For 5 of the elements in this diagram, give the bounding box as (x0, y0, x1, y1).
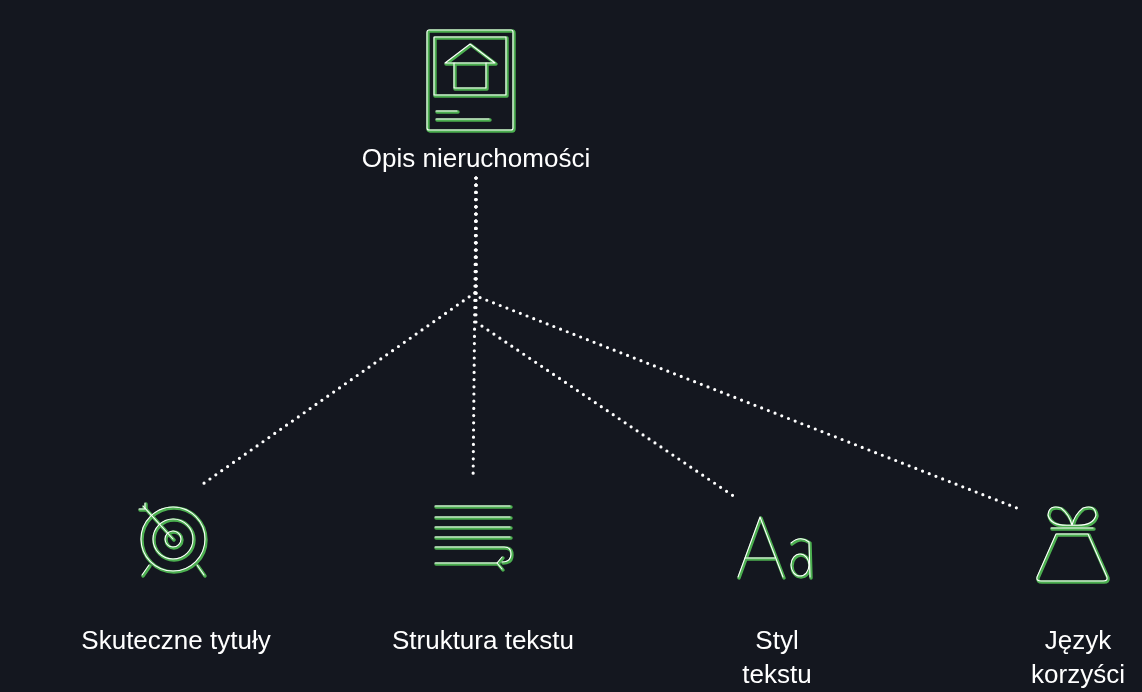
node-label: Styl tekstu (741, 624, 813, 691)
node-label: Opis nieruchomości (360, 142, 592, 175)
node-label: Język korzyści (1030, 624, 1126, 691)
node-label: Skuteczne tytuły (80, 624, 272, 657)
node-label: Struktura tekstu (390, 624, 576, 657)
